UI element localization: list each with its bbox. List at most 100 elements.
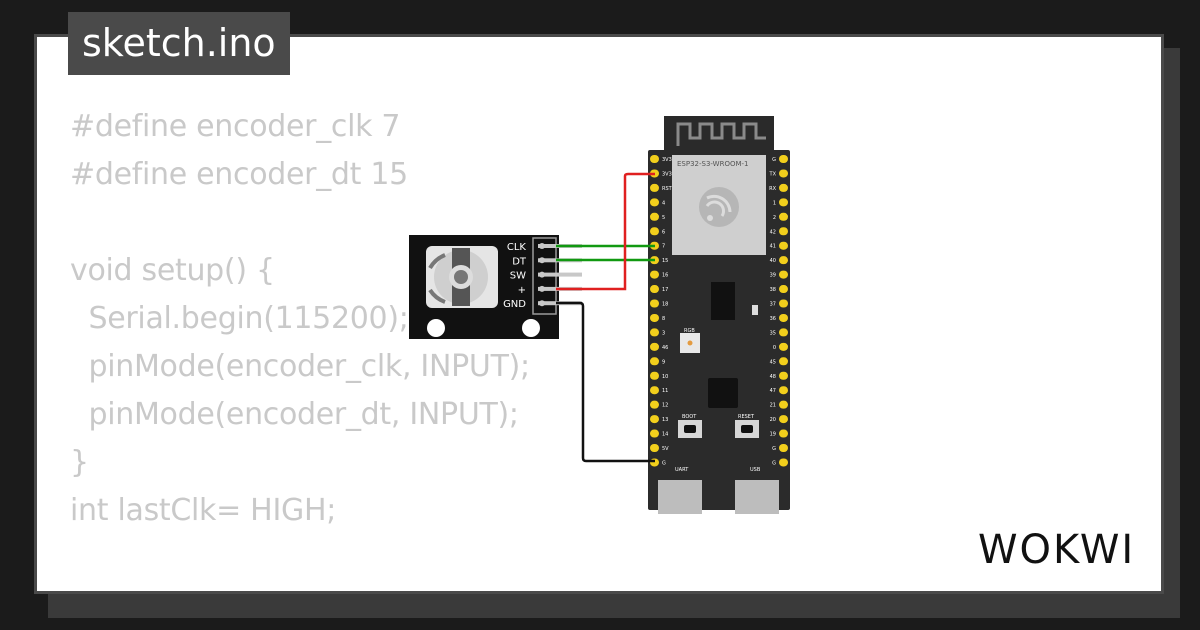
pin-icon[interactable]: [779, 357, 788, 366]
pin-label: 45: [770, 359, 776, 365]
usb-label: USB: [750, 467, 761, 473]
pin-icon[interactable]: [650, 342, 659, 351]
pin-icon[interactable]: [650, 183, 659, 192]
esp32-s3-board[interactable]: ESP32-S3-WROOM-1 RGB BOOT RESET UART USB…: [648, 116, 790, 514]
pin-icon[interactable]: [650, 357, 659, 366]
pin-label: 1: [773, 200, 776, 206]
pin-icon[interactable]: [650, 285, 659, 294]
code-line: Serial.begin(115200);: [70, 301, 409, 336]
code-line: #define encoder_clk 7: [70, 109, 401, 144]
pin-label: 12: [662, 403, 668, 409]
pin-icon[interactable]: [650, 458, 659, 467]
wokwi-logo-text: WOKWI: [978, 527, 1135, 573]
encoder-pin-head: [539, 271, 545, 278]
pin-icon[interactable]: [779, 415, 788, 424]
pin-icon[interactable]: [779, 198, 788, 207]
pin-icon[interactable]: [779, 342, 788, 351]
file-name-tab: sketch.ino: [68, 12, 290, 75]
pin-icon[interactable]: [779, 169, 788, 178]
pin-icon[interactable]: [779, 256, 788, 265]
pin-label: 16: [662, 273, 668, 279]
pin-icon[interactable]: [779, 299, 788, 308]
espressif-logo-icon: [699, 187, 739, 227]
pin-label: TX: [769, 171, 777, 177]
pin-icon[interactable]: [779, 155, 788, 163]
pin-icon[interactable]: [779, 429, 788, 438]
pin-icon[interactable]: [650, 429, 659, 438]
pin-icon[interactable]: [779, 400, 788, 409]
pin-icon[interactable]: [779, 212, 788, 221]
pin-label: 9: [662, 359, 665, 365]
pin-icon[interactable]: [779, 270, 788, 279]
encoder-pin-head: [539, 285, 545, 292]
pin-icon[interactable]: [650, 328, 659, 337]
pin-icon[interactable]: [779, 328, 788, 337]
pin-label: 40: [770, 258, 776, 264]
encoder-pin-head: [539, 257, 545, 264]
uart-label: UART: [675, 467, 689, 473]
pin-icon[interactable]: [650, 299, 659, 308]
boot-label: BOOT: [682, 414, 697, 420]
pin-label: 8: [662, 316, 665, 322]
pin-icon[interactable]: [779, 285, 788, 294]
pin-icon[interactable]: [650, 415, 659, 424]
pin-icon[interactable]: [650, 227, 659, 236]
pin-label: 20: [770, 417, 776, 423]
pin-icon[interactable]: [779, 241, 788, 250]
encoder-pin-label: GND: [503, 299, 526, 310]
pin-icon[interactable]: [650, 198, 659, 207]
pin-icon[interactable]: [650, 371, 659, 380]
rgb-label: RGB: [684, 328, 695, 334]
pin-icon[interactable]: [650, 444, 659, 452]
pin-icon[interactable]: [779, 313, 788, 322]
pin-label: 4: [662, 200, 665, 206]
pin-label: 36: [770, 316, 776, 322]
encoder-pin[interactable]: [538, 272, 582, 277]
wire-gnd[interactable]: [556, 301, 655, 463]
pin-label: 18: [662, 302, 668, 308]
wire-vcc[interactable]: [556, 172, 655, 291]
pin-label: 35: [770, 330, 776, 336]
pin-icon[interactable]: [779, 386, 788, 395]
pin-label: 13: [662, 417, 668, 423]
pin-icon[interactable]: [779, 227, 788, 236]
antenna-trace-icon: [676, 122, 766, 146]
code-line: }: [70, 445, 89, 480]
pin-icon[interactable]: [779, 183, 788, 192]
pin-label: 2: [773, 215, 776, 221]
preview-card: #define encoder_clk 7 #define encoder_dt …: [34, 34, 1164, 594]
pin-icon[interactable]: [779, 458, 788, 467]
pin-label: 37: [770, 302, 776, 308]
pin-label: 5: [662, 215, 665, 221]
pin-label: 39: [770, 273, 776, 279]
pin-label: 11: [662, 388, 668, 394]
code-line: #define encoder_dt 15: [70, 157, 408, 192]
pin-label: 46: [662, 345, 668, 351]
pin-label: 38: [770, 287, 776, 293]
pin-icon[interactable]: [650, 386, 659, 395]
pin-icon[interactable]: [650, 313, 659, 322]
code-line: void setup() {: [70, 253, 275, 288]
pin-label: 15: [662, 258, 668, 264]
pin-label: RX: [769, 186, 776, 192]
pin-icon[interactable]: [650, 212, 659, 221]
pin-label: 3V3: [662, 157, 672, 163]
reset-label: RESET: [738, 414, 755, 420]
pin-icon[interactable]: [650, 155, 659, 163]
pin-icon[interactable]: [779, 371, 788, 380]
chip: [711, 282, 735, 320]
pin-label: 6: [662, 229, 665, 235]
encoder-pin-label: +: [518, 285, 526, 296]
pin-label: 14: [662, 432, 668, 438]
pin-icon[interactable]: [779, 444, 788, 452]
encoder-pin-label: CLK: [507, 242, 527, 253]
pin-label: 41: [770, 244, 776, 250]
encoder-pin-label: DT: [512, 256, 527, 267]
code-preview: #define encoder_clk 7 #define encoder_dt …: [70, 103, 530, 591]
pin-icon[interactable]: [650, 270, 659, 279]
pin-icon[interactable]: [650, 400, 659, 409]
pin-label: G: [772, 460, 776, 466]
